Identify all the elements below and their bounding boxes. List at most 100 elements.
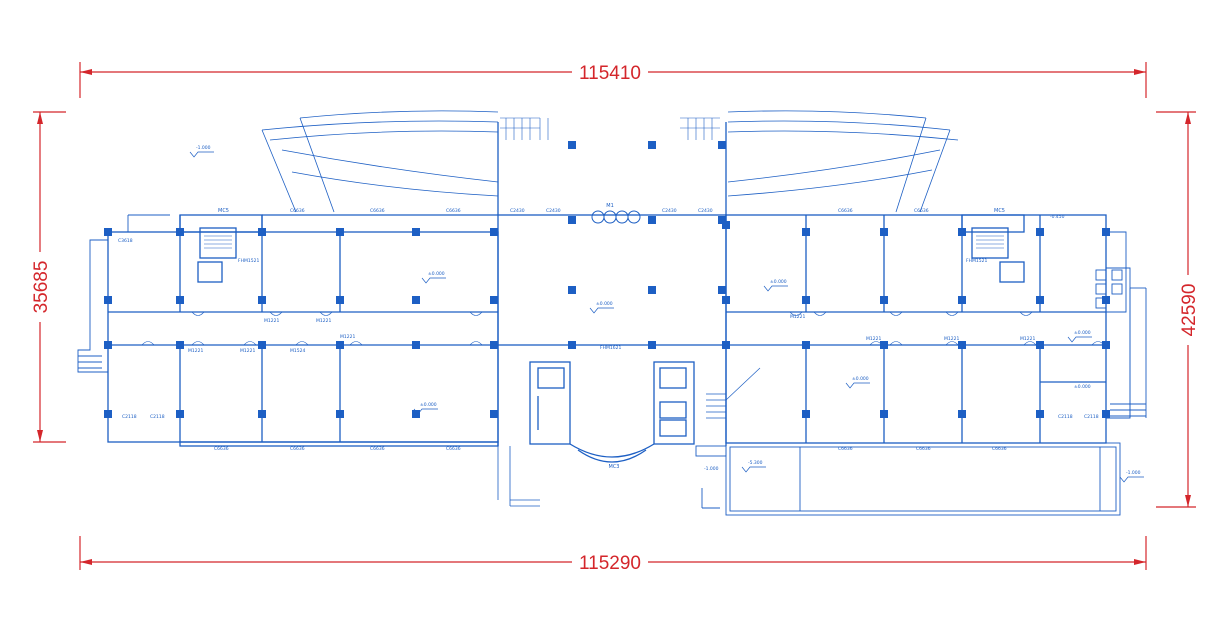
left-wing-walls: [107, 214, 499, 447]
structural-column: [958, 296, 966, 304]
structural-column: [258, 410, 266, 418]
structural-column: [880, 341, 888, 349]
label-m1221-1: M1221: [188, 348, 203, 354]
structural-column: [258, 296, 266, 304]
label-level-2: ±0.000: [596, 301, 613, 307]
structural-column: [104, 296, 112, 304]
structural-column: [568, 141, 576, 149]
label-c6636-9: C6636: [446, 446, 461, 452]
structural-column: [958, 228, 966, 236]
structural-column: [490, 228, 498, 236]
label-m1221-3: M1221: [316, 318, 331, 324]
central-lobby-walls: [497, 122, 727, 463]
dimension-right: 42590: [1179, 284, 1200, 337]
label-c6636-10: C6636: [838, 446, 853, 452]
structural-column: [258, 228, 266, 236]
label-m1524: M1524: [290, 348, 305, 354]
door-swings: [141, 311, 1105, 346]
structural-column: [412, 410, 420, 418]
structural-column: [490, 341, 498, 349]
label-mc5-left: MC5: [218, 208, 229, 214]
entrance-canopy: [261, 110, 959, 213]
lower-platform: [695, 442, 1121, 516]
structural-column: [490, 296, 498, 304]
dimension-bottom: 115290: [579, 553, 641, 574]
structural-column: [336, 410, 344, 418]
label-c2430-c: C2430: [662, 208, 677, 214]
structural-column: [718, 286, 726, 294]
canopy-rail-marks: [500, 117, 720, 140]
structural-column: [880, 296, 888, 304]
label-level-5: ±0.000: [852, 376, 869, 382]
structural-column: [1102, 228, 1110, 236]
structural-column: [1102, 410, 1110, 418]
left-annex: [77, 214, 170, 373]
structural-column: [880, 228, 888, 236]
label-fhm1521-2: FHM1521: [966, 258, 987, 264]
level-markers: [189, 151, 1144, 483]
structural-column: [258, 341, 266, 349]
structural-column: [802, 228, 810, 236]
label-c2118-2: C2118: [150, 414, 165, 420]
structural-column: [176, 410, 184, 418]
label-m1221-5: M1221: [340, 334, 355, 340]
label-level-0450: -0.450: [1050, 214, 1065, 220]
label-c6636-4: C6636: [838, 208, 853, 214]
label-level-m1000-2: -1.000: [1126, 470, 1141, 476]
structural-column: [958, 410, 966, 418]
label-c2118-1: C2118: [122, 414, 137, 420]
structural-column: [176, 228, 184, 236]
label-c2118-4: C2118: [1084, 414, 1099, 420]
label-m1221-9: M1221: [1020, 336, 1035, 342]
structural-column: [802, 410, 810, 418]
label-c2430-d: C2430: [698, 208, 713, 214]
label-mc5-right: MC5: [994, 208, 1005, 214]
label-level-m5300: -5.300: [748, 460, 763, 466]
structural-column: [412, 341, 420, 349]
structural-column: [104, 410, 112, 418]
label-m1: M1: [606, 203, 614, 209]
structural-column: [1036, 228, 1044, 236]
structural-column: [648, 216, 656, 224]
revolving-doors: [591, 210, 641, 224]
structural-column: [568, 286, 576, 294]
structural-column: [880, 410, 888, 418]
label-c3618: C3618: [118, 238, 133, 244]
label-c6636-1: C6636: [290, 208, 305, 214]
label-m1221-6: M1221: [790, 314, 805, 320]
structural-column: [722, 341, 730, 349]
structural-column: [1036, 410, 1044, 418]
structural-column: [412, 296, 420, 304]
label-level-1: ±0.000: [428, 271, 445, 277]
structural-column: [104, 228, 112, 236]
label-c6636-8: C6636: [370, 446, 385, 452]
label-c6636-5: C6636: [914, 208, 929, 214]
structural-column: [176, 341, 184, 349]
structural-column: [336, 228, 344, 236]
plan-linework: [77, 110, 1147, 516]
structural-column: [718, 216, 726, 224]
label-mc3: MC3: [609, 464, 620, 470]
right-wing-walls: [725, 214, 1107, 444]
structural-column: [104, 341, 112, 349]
label-level-7: ±0.000: [1074, 384, 1091, 390]
label-level-4: ±0.000: [420, 402, 437, 408]
dimension-arrows: [37, 69, 1191, 565]
structural-column: [802, 341, 810, 349]
label-c6636-2: C6636: [370, 208, 385, 214]
label-c6636-7: C6636: [290, 446, 305, 452]
label-m1221-2: M1221: [240, 348, 255, 354]
structural-column: [336, 341, 344, 349]
label-m1221-4: M1221: [264, 318, 279, 324]
dimension-left: 35685: [31, 261, 52, 314]
label-c2430-a: C2430: [510, 208, 525, 214]
structural-column: [802, 296, 810, 304]
label-level-6: ±0.000: [1074, 330, 1091, 336]
structural-column: [718, 141, 726, 149]
structural-column: [1102, 296, 1110, 304]
structural-column: [1036, 341, 1044, 349]
structural-column: [176, 296, 184, 304]
label-c6636-11: C6636: [916, 446, 931, 452]
label-fhm1621: FHM1621: [600, 345, 621, 351]
